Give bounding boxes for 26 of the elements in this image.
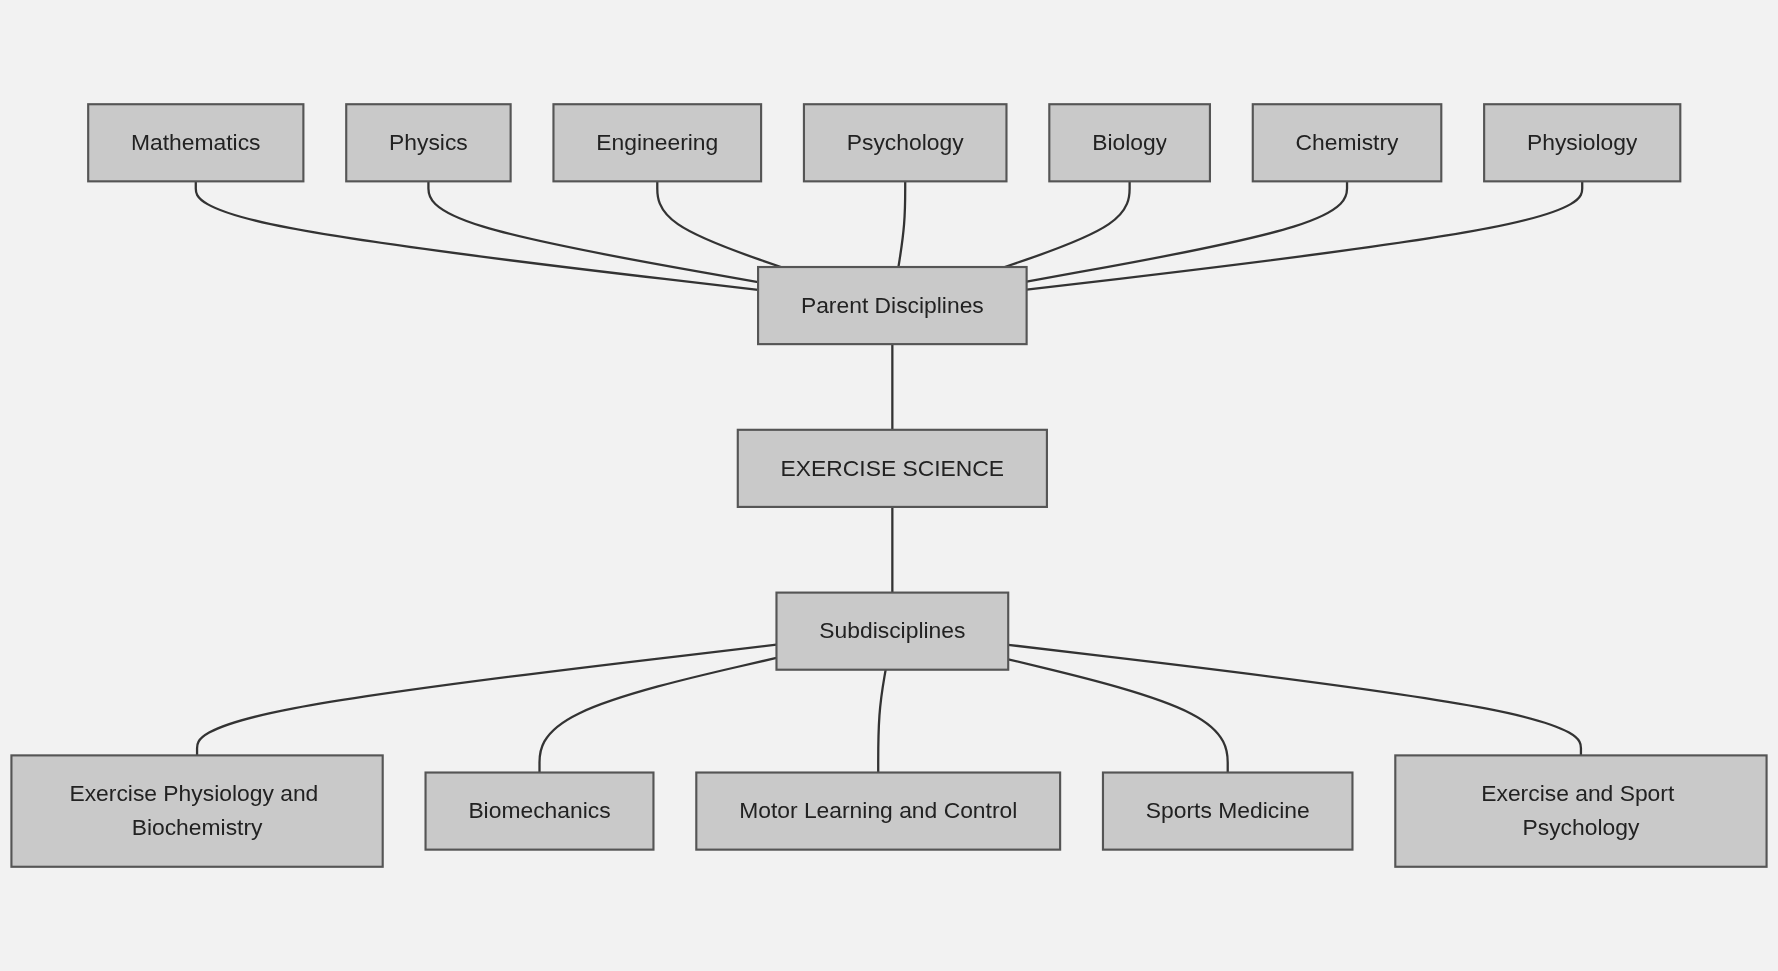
node-box: Subdisciplines (775, 591, 1010, 671)
connector (1026, 181, 1584, 291)
node-box: Biomechanics (424, 771, 655, 851)
node-box: Physiology (1483, 103, 1682, 183)
node-box: Parent Disciplines (757, 265, 1028, 346)
node-box: EXERCISE SCIENCE (736, 428, 1048, 508)
node-box: Exercise Physiology and Biochemistry (10, 754, 384, 868)
node-box: Motor Learning and Control (695, 771, 1062, 851)
connector (1008, 643, 1583, 756)
connector (891, 344, 894, 430)
node-box: Exercise and Sport Psychology (1394, 754, 1768, 868)
connector (1026, 181, 1349, 283)
node-box: Chemistry (1251, 103, 1443, 183)
node-box: Sports Medicine (1101, 771, 1354, 851)
connector (195, 643, 777, 756)
connector (877, 669, 887, 773)
connector (427, 181, 759, 284)
connector (897, 181, 907, 268)
node-box: Mathematics (87, 103, 305, 183)
connector (194, 181, 759, 291)
connector (891, 506, 894, 593)
connector (538, 656, 777, 773)
node-box: Physics (345, 103, 512, 183)
node-box: Engineering (552, 103, 763, 183)
node-box: Biology (1048, 103, 1211, 183)
node-box: Psychology (802, 103, 1008, 183)
